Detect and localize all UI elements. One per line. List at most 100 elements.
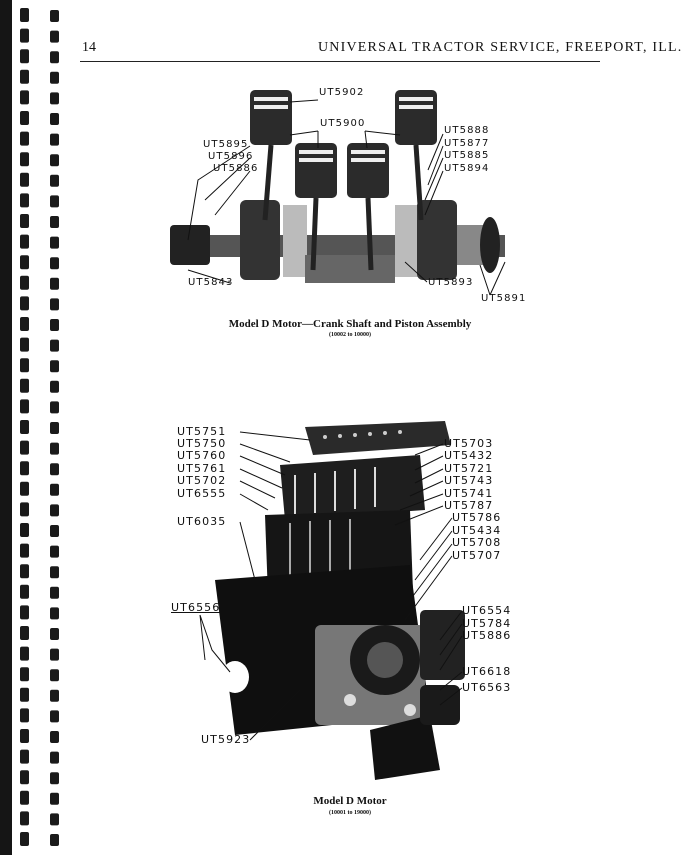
binding-hole bbox=[50, 174, 59, 187]
label-ut5891: UT5891 bbox=[481, 293, 527, 304]
binding-coil bbox=[20, 131, 29, 146]
label-ut5432: UT5432 bbox=[444, 449, 494, 462]
label-ut5761: UT5761 bbox=[177, 462, 227, 475]
binding-coil bbox=[20, 296, 29, 311]
binding-coil bbox=[20, 584, 29, 599]
binding-hole bbox=[50, 133, 59, 146]
binding-hole bbox=[50, 339, 59, 352]
label-ut5886b: UT5886 bbox=[462, 629, 512, 642]
binding-hole bbox=[50, 463, 59, 476]
binding-coil bbox=[20, 646, 29, 661]
binding-coil bbox=[20, 8, 29, 22]
binding-coil bbox=[20, 172, 29, 187]
binding-coil bbox=[20, 502, 29, 517]
label-ut5784: UT5784 bbox=[462, 617, 512, 630]
binding-hole bbox=[50, 772, 59, 785]
binding-hole bbox=[50, 545, 59, 558]
label-ut5787: UT5787 bbox=[444, 499, 494, 512]
binding-hole bbox=[50, 689, 59, 702]
binding-hole bbox=[50, 113, 59, 125]
label-ut5896: UT5896 bbox=[208, 151, 254, 162]
binding-coil bbox=[20, 255, 29, 270]
label-ut5708: UT5708 bbox=[452, 536, 502, 549]
binding-hole bbox=[50, 504, 59, 517]
binding-hole bbox=[50, 566, 59, 579]
label-ut5923: UT5923 bbox=[201, 733, 251, 746]
binding-coil bbox=[20, 543, 29, 558]
binding-hole bbox=[50, 422, 59, 434]
binding-hole bbox=[50, 30, 59, 43]
binding-hole bbox=[50, 834, 59, 846]
binding-coil bbox=[20, 420, 29, 434]
label-ut5885: UT5885 bbox=[444, 150, 490, 161]
binding-coil bbox=[20, 832, 29, 846]
binding-hole bbox=[50, 710, 59, 723]
label-ut5894: UT5894 bbox=[444, 163, 490, 174]
label-ut5760: UT5760 bbox=[177, 449, 227, 462]
page-number: 14 bbox=[82, 40, 96, 55]
label-ut5843: UT5843 bbox=[188, 277, 234, 288]
binding-coil bbox=[20, 358, 29, 373]
binding-coil bbox=[20, 337, 29, 352]
label-ut5434: UT5434 bbox=[452, 524, 502, 537]
binding-coil bbox=[20, 152, 29, 167]
label-ut5703: UT5703 bbox=[444, 437, 494, 450]
label-ut5902: UT5902 bbox=[319, 87, 365, 98]
binding-coil bbox=[20, 317, 29, 331]
binding-hole bbox=[50, 236, 59, 249]
binding-coil bbox=[20, 770, 29, 785]
running-header: UNIVERSAL TRACTOR SERVICE, FREEPORT, ILL… bbox=[318, 40, 683, 55]
binding-hole bbox=[50, 380, 59, 393]
binding-hole bbox=[50, 51, 59, 64]
binding-hole bbox=[50, 607, 59, 620]
label-ut5721: UT5721 bbox=[444, 462, 494, 475]
binding-coil bbox=[20, 729, 29, 743]
binding-coil bbox=[20, 214, 29, 228]
binding-coil bbox=[20, 28, 29, 43]
binding-hole bbox=[50, 216, 59, 228]
binding-coil bbox=[20, 111, 29, 125]
binding-hole bbox=[50, 71, 59, 84]
spiral-binding bbox=[0, 0, 59, 855]
binding-coil bbox=[20, 564, 29, 579]
binding-hole bbox=[50, 10, 59, 22]
binding-coil bbox=[20, 708, 29, 723]
label-ut5893: UT5893 bbox=[428, 277, 474, 288]
label-ut5877: UT5877 bbox=[444, 138, 490, 149]
model-d-motor-photo bbox=[215, 421, 465, 780]
binding-coil bbox=[20, 193, 29, 208]
binding-hole bbox=[50, 586, 59, 599]
binding-coil bbox=[20, 399, 29, 414]
label-ut5886: UT5886 bbox=[213, 163, 259, 174]
binding-hole bbox=[50, 669, 59, 682]
binding-coil bbox=[20, 49, 29, 64]
binding-hole bbox=[50, 154, 59, 167]
crankshaft-piston-photo bbox=[170, 90, 505, 283]
label-ut6555: UT6555 bbox=[177, 487, 227, 500]
label-ut5743: UT5743 bbox=[444, 474, 494, 487]
binding-coil bbox=[20, 275, 29, 290]
label-ut6554: UT6554 bbox=[462, 604, 512, 617]
binding-hole bbox=[50, 401, 59, 414]
binding-coil bbox=[20, 667, 29, 682]
binding-coil bbox=[20, 69, 29, 84]
binding-coil bbox=[20, 626, 29, 640]
binding-coil bbox=[20, 523, 29, 537]
label-ut5707: UT5707 bbox=[452, 549, 502, 562]
binding-coil bbox=[20, 605, 29, 620]
label-ut6618: UT6618 bbox=[462, 665, 512, 678]
binding-hole bbox=[50, 257, 59, 270]
binding-hole bbox=[50, 525, 59, 537]
binding-coil bbox=[20, 481, 29, 496]
binding-coil bbox=[20, 790, 29, 805]
binding-hole bbox=[50, 442, 59, 455]
label-ut5900: UT5900 bbox=[320, 118, 366, 129]
binding-coil bbox=[20, 90, 29, 105]
header-rule bbox=[80, 61, 600, 62]
binding-coil bbox=[20, 234, 29, 249]
binding-hole bbox=[50, 92, 59, 105]
label-ut5888: UT5888 bbox=[444, 125, 490, 136]
